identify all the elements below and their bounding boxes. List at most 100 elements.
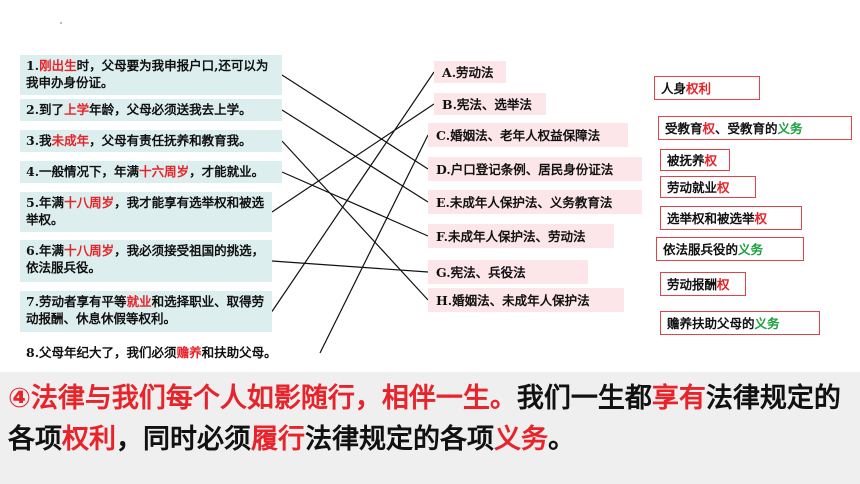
text-segment: 义务	[494, 424, 548, 455]
right-4-text: 劳动就业权	[667, 179, 730, 196]
right-5-text: 选举权和被选举权	[667, 210, 767, 227]
right-2-text: 受教育权、受教育的义务	[665, 120, 803, 137]
text-segment: 6.年满	[26, 243, 65, 258]
text-segment: ，父母有责任抚养和教育我。	[89, 133, 252, 148]
law-d-label: D.户口登记条例、居民身份证法	[436, 161, 614, 177]
text-segment: 上学	[64, 102, 90, 117]
law-c-label: C.婚姻法、老年人权益保障法	[436, 127, 601, 143]
text-segment: 人身	[661, 80, 687, 96]
text-segment: 被抚养	[667, 152, 705, 168]
text-segment: 法律规定的各项	[305, 424, 494, 455]
text-segment: 就业	[126, 294, 152, 309]
connector-5-b	[271, 103, 435, 213]
text-segment: ，同时必须	[116, 424, 251, 455]
connector-8-c	[319, 134, 429, 354]
text-segment: 。	[548, 424, 575, 455]
right-2: 受教育权、受教育的义务	[658, 116, 852, 140]
law-h: H.婚姻法、未成年人保护法	[428, 288, 624, 312]
text-segment: 权	[717, 276, 730, 292]
statement-5: 5.年满十八周岁，我才能享有选举权和被选举权。	[20, 192, 272, 232]
text-segment: 法律规定的各项	[8, 383, 841, 455]
right-6: 依法服兵役的义务	[656, 237, 804, 261]
text-segment: 赡养	[176, 345, 202, 360]
text-segment: 权	[754, 210, 768, 226]
statement-6-text: 6.年满十八周岁，我必须接受祖国的挑选，依法服兵役。	[26, 243, 264, 275]
summary-text: ④法律与我们每个人如影随行，相伴一生。我们一生都享有法律规定的各项 权利，同时必须…	[8, 383, 841, 455]
statement-5-text: 5.年满十八周岁，我才能享有选举权和被选举权。	[26, 195, 264, 227]
statement-4-text: 4.一般情况下，年满十六周岁，才能就业。	[26, 164, 264, 179]
decorative-dot	[60, 22, 62, 24]
text-segment: 权	[702, 120, 716, 136]
statement-8-text: 8.父母年纪大了，我们必须赡养和扶助父母。	[26, 345, 277, 360]
text-segment: 年龄，父母必须送我去上学。	[89, 102, 252, 117]
text-segment: 5.年满	[26, 195, 65, 210]
text-segment: 义务	[777, 120, 803, 136]
text-segment: 依法服兵役的	[663, 241, 739, 257]
text-segment: 和扶助父母。	[201, 345, 277, 360]
statement-1: 1.刚出生时，父母要为我申报户口,还可以为我申办身份证。	[20, 55, 282, 95]
right-6-text: 依法服兵役的义务	[663, 241, 763, 258]
statement-8: 8.父母年纪大了，我们必须赡养和扶助父母。	[20, 342, 320, 364]
text-segment: 享有	[651, 383, 706, 414]
text-segment: 未成年	[51, 133, 90, 148]
text-segment: 权利	[686, 80, 712, 96]
law-g: G.宪法、兵役法	[428, 260, 588, 284]
text-segment: 3.我	[26, 133, 52, 148]
connector-3-h	[281, 140, 429, 301]
statement-7-text: 7.劳动者享有平等就业和选择职业、取得劳动报酬、休息休假等权利。	[26, 294, 264, 326]
right-7-text: 劳动报酬权	[667, 276, 730, 293]
statement-2-text: 2.到了上学年龄，父母必须送我去上学。	[26, 102, 252, 117]
statement-4: 4.一般情况下，年满十六周岁，才能就业。	[20, 161, 282, 183]
text-segment: 权	[717, 179, 730, 195]
text-segment: ，才能就业。	[189, 164, 265, 179]
law-c: C.婚姻法、老年人权益保障法	[428, 123, 628, 147]
text-segment: 受教育	[665, 120, 703, 136]
law-b: B.宪法、选举法	[434, 93, 546, 115]
connection-lines	[271, 71, 435, 354]
connector-7-a	[271, 71, 435, 312]
law-b-label: B.宪法、选举法	[442, 96, 532, 112]
law-f-label: F.未成年人保护法、劳动法	[436, 228, 586, 244]
law-a-label: A.劳动法	[442, 64, 494, 80]
text-segment: 义务	[754, 315, 780, 331]
text-segment: 和选择职业、取得劳动报酬、休息休假等权利。	[26, 294, 265, 326]
right-8-text: 赡养扶助父母的义务	[667, 315, 780, 332]
text-segment: 4.一般情况下，年满	[26, 164, 140, 179]
text-segment: 劳动就业	[667, 179, 718, 195]
text-segment: 8.父母年纪大了，我们必须	[26, 345, 177, 360]
text-segment: 十八周岁	[64, 195, 115, 210]
text-segment: 1.	[26, 58, 40, 73]
right-1: 人身权利	[654, 76, 760, 100]
right-3-text: 被抚养权	[667, 152, 717, 169]
law-e: E.未成年人保护法、义务教育法	[428, 190, 642, 214]
text-segment: 十八周岁	[64, 243, 115, 258]
right-7: 劳动报酬权	[660, 272, 746, 296]
summary-banner: ④法律与我们每个人如影随行，相伴一生。我们一生都享有法律规定的各项 权利，同时必须…	[0, 372, 860, 484]
text-segment: 、受教育的	[715, 120, 778, 136]
text-segment: 时，父母要为我申报户口,还可以为我申办身份证。	[26, 58, 269, 90]
statement-1-text: 1.刚出生时，父母要为我申报户口,还可以为我申办身份证。	[26, 58, 268, 90]
statement-3-text: 3.我未成年，父母有责任抚养和教育我。	[26, 133, 252, 148]
text-segment: 2.到了	[26, 102, 65, 117]
connector-6-g	[271, 260, 429, 273]
text-segment: 我们一生都	[516, 383, 652, 414]
text-segment: 选举权和被选举	[667, 210, 755, 226]
law-g-label: G.宪法、兵役法	[436, 264, 526, 280]
law-f: F.未成年人保护法、劳动法	[428, 224, 614, 248]
right-8: 赡养扶助父母的义务	[660, 311, 820, 335]
text-segment: 义务	[738, 241, 764, 257]
law-h-label: H.婚姻法、未成年人保护法	[436, 292, 590, 308]
right-1-text: 人身权利	[661, 80, 711, 97]
text-segment: 权利	[62, 424, 116, 455]
law-e-label: E.未成年人保护法、义务教育法	[436, 194, 613, 210]
text-segment: ④法律与我们每个人如影随行，相伴一生。	[8, 383, 517, 414]
statement-7: 7.劳动者享有平等就业和选择职业、取得劳动报酬、休息休假等权利。	[20, 291, 272, 332]
text-segment: 赡养扶助父母的	[667, 315, 755, 331]
connector-4-f	[281, 171, 429, 237]
statement-6: 6.年满十八周岁，我必须接受祖国的挑选，依法服兵役。	[20, 240, 272, 282]
right-3: 被抚养权	[660, 149, 730, 171]
text-segment: 7.劳动者享有平等	[26, 294, 127, 309]
text-segment: ，我必须接受祖国的挑选，依法服兵役。	[26, 243, 265, 275]
connector-1-d	[281, 74, 429, 170]
text-segment: ，我才能享有选举权和被选举权。	[26, 195, 265, 227]
